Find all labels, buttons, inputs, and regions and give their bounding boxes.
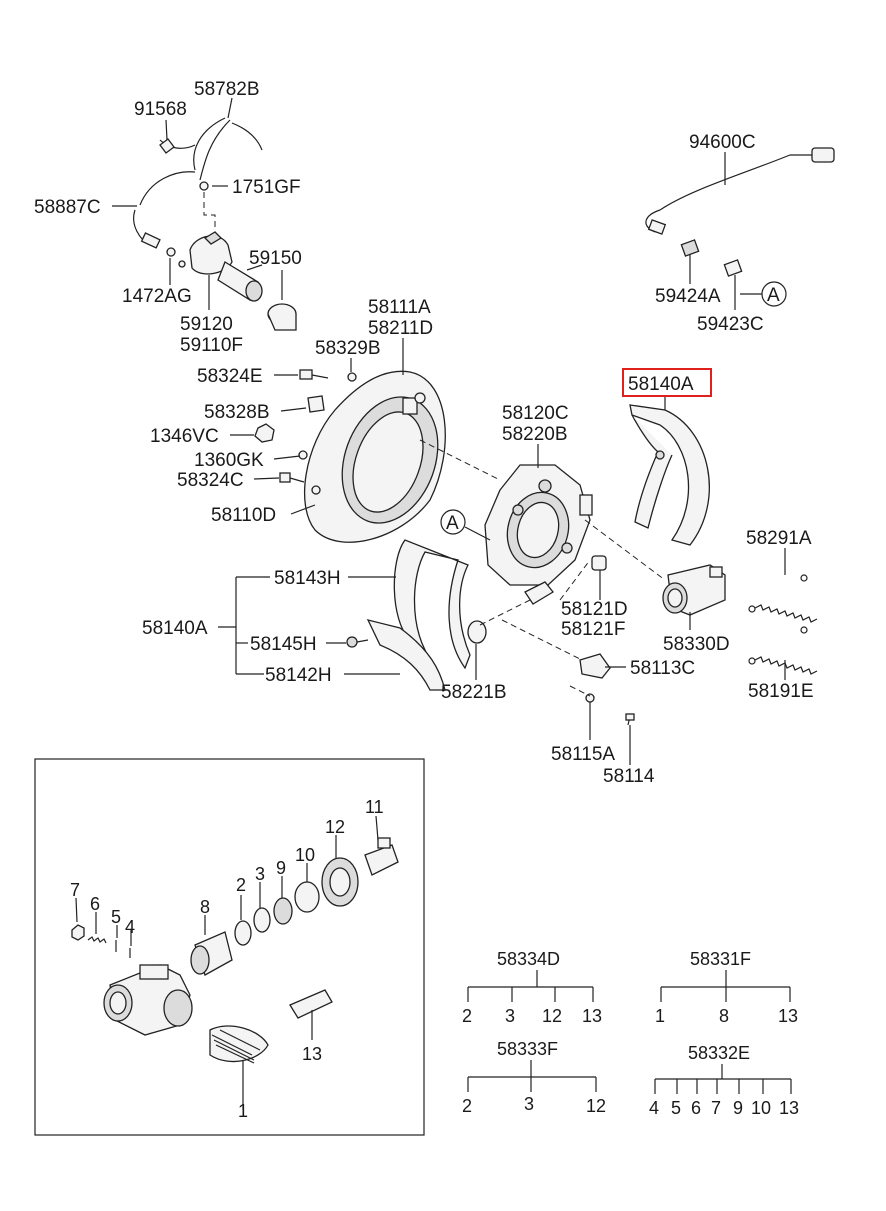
kit-58332E-item-0: 4 (649, 1098, 659, 1118)
kit-58331F-item-0: 1 (655, 1006, 665, 1026)
label-58113C: 58113C (630, 658, 695, 679)
label-58324E: 58324E (197, 366, 263, 387)
label-58330D: 58330D (663, 634, 730, 655)
label-59120: 59120 (180, 314, 233, 335)
adjuster-parts (467, 555, 635, 726)
kit-58332E-item-6: 13 (779, 1098, 799, 1118)
inset-label-6: 6 (90, 894, 100, 914)
kit-58332E: 58332E 4 5 6 7 9 10 13 (649, 1043, 799, 1118)
kit-58334D: 58334D 2 3 12 13 (462, 949, 602, 1026)
label-ref-A-mid: A (446, 513, 459, 534)
label-59424A: 59424A (655, 286, 721, 307)
label-58145H: 58145H (250, 634, 317, 655)
inset-label-7: 7 (70, 880, 80, 900)
label-58221B: 58221B (441, 682, 507, 703)
label-58191E: 58191E (748, 681, 814, 702)
kit-58332E-item-2: 6 (691, 1098, 701, 1118)
kit-58334D-item-3: 13 (582, 1006, 602, 1026)
label-58142H: 58142H (265, 665, 332, 686)
label-58114: 58114 (603, 766, 655, 787)
backing-plate-fasteners (254, 369, 357, 483)
inset-frame (34, 758, 425, 1136)
inset-label-5: 5 (111, 907, 121, 927)
parking-cable-assembly (133, 117, 297, 331)
inset-label-4: 4 (125, 917, 135, 937)
kit-58331F: 58331F 1 8 13 (655, 949, 798, 1026)
kit-title-58334D: 58334D (497, 949, 560, 969)
wheel-cylinder (662, 564, 726, 616)
label-1346VC: 1346VC (150, 426, 219, 447)
highlight-box (622, 368, 712, 397)
brake-shoe-highlighted (629, 404, 710, 546)
backing-plate (303, 370, 446, 543)
label-59423C: 59423C (697, 314, 764, 335)
assembly-lines (419, 439, 666, 697)
label-58115A: 58115A (551, 744, 615, 765)
kit-58333F-item-1: 3 (524, 1094, 534, 1114)
label-58111A: 58111A (368, 297, 431, 318)
label-94600C: 94600C (689, 132, 756, 153)
ref-circle-top (761, 281, 787, 307)
kit-58333F-item-2: 12 (586, 1096, 606, 1116)
label-59110F: 59110F (180, 335, 243, 356)
kit-58332E-item-5: 10 (751, 1098, 771, 1118)
inset-label-13: 13 (302, 1044, 322, 1064)
carrier-plate (484, 464, 593, 605)
leader-lines (112, 97, 786, 765)
part-labels: 91568 58782B 1751GF 58887C 59150 1472AG … (34, 79, 814, 787)
label-91568: 91568 (134, 99, 187, 120)
label-58140A: 58140A (142, 618, 208, 639)
kit-58333F: 58333F 2 3 12 (462, 1039, 606, 1116)
label-58329B: 58329B (315, 338, 381, 359)
kit-58331F-item-1: 8 (719, 1006, 729, 1026)
brake-shoes-set (346, 539, 471, 691)
inset-parts (71, 815, 399, 1110)
kit-58332E-item-3: 7 (711, 1098, 721, 1118)
label-58782B: 58782B (194, 79, 260, 100)
inset-labels: 1 2 3 4 5 6 7 8 9 10 11 12 13 (70, 797, 384, 1121)
label-58140A-highlighted: 58140A (628, 374, 694, 395)
kit-58334D-item-1: 3 (505, 1006, 515, 1026)
ref-circle-mid (440, 509, 466, 535)
inset-label-2: 2 (236, 875, 246, 895)
return-springs (748, 574, 818, 675)
inset-label-8: 8 (200, 897, 210, 917)
label-58121D: 58121D (561, 599, 628, 620)
inset-label-11: 11 (365, 797, 384, 817)
label-58110D: 58110D (211, 505, 276, 526)
inset-label-10: 10 (295, 845, 315, 865)
label-58121F: 58121F (561, 619, 625, 640)
kit-title-58332E: 58332E (688, 1043, 750, 1063)
label-1751GF: 1751GF (232, 177, 301, 198)
inset-label-9: 9 (276, 858, 286, 878)
kit-title-58331F: 58331F (690, 949, 751, 969)
label-1472AG: 1472AG (122, 286, 192, 307)
label-58324C: 58324C (177, 470, 244, 491)
label-58291A: 58291A (746, 528, 812, 549)
inset-label-1: 1 (238, 1101, 248, 1121)
inset-label-12: 12 (325, 817, 345, 837)
kit-title-58333F: 58333F (497, 1039, 558, 1059)
inset-label-3: 3 (255, 864, 265, 884)
kit-58334D-item-2: 12 (542, 1006, 562, 1026)
wheel-speed-sensor (645, 147, 835, 277)
kit-58332E-item-4: 9 (733, 1098, 743, 1118)
kit-58333F-item-0: 2 (462, 1096, 472, 1116)
label-1360GK: 1360GK (194, 450, 264, 471)
kit-58334D-item-0: 2 (462, 1006, 472, 1026)
kit-58331F-item-2: 13 (778, 1006, 798, 1026)
kit-58332E-item-1: 5 (671, 1098, 681, 1118)
label-58211D: 58211D (368, 318, 433, 339)
label-ref-A-top: A (767, 285, 780, 306)
label-58143H: 58143H (274, 568, 341, 589)
label-58328B: 58328B (204, 402, 270, 423)
label-58120C: 58120C (502, 403, 569, 424)
label-58887C: 58887C (34, 197, 101, 218)
label-59150: 59150 (249, 248, 302, 269)
label-58220B: 58220B (502, 424, 568, 445)
